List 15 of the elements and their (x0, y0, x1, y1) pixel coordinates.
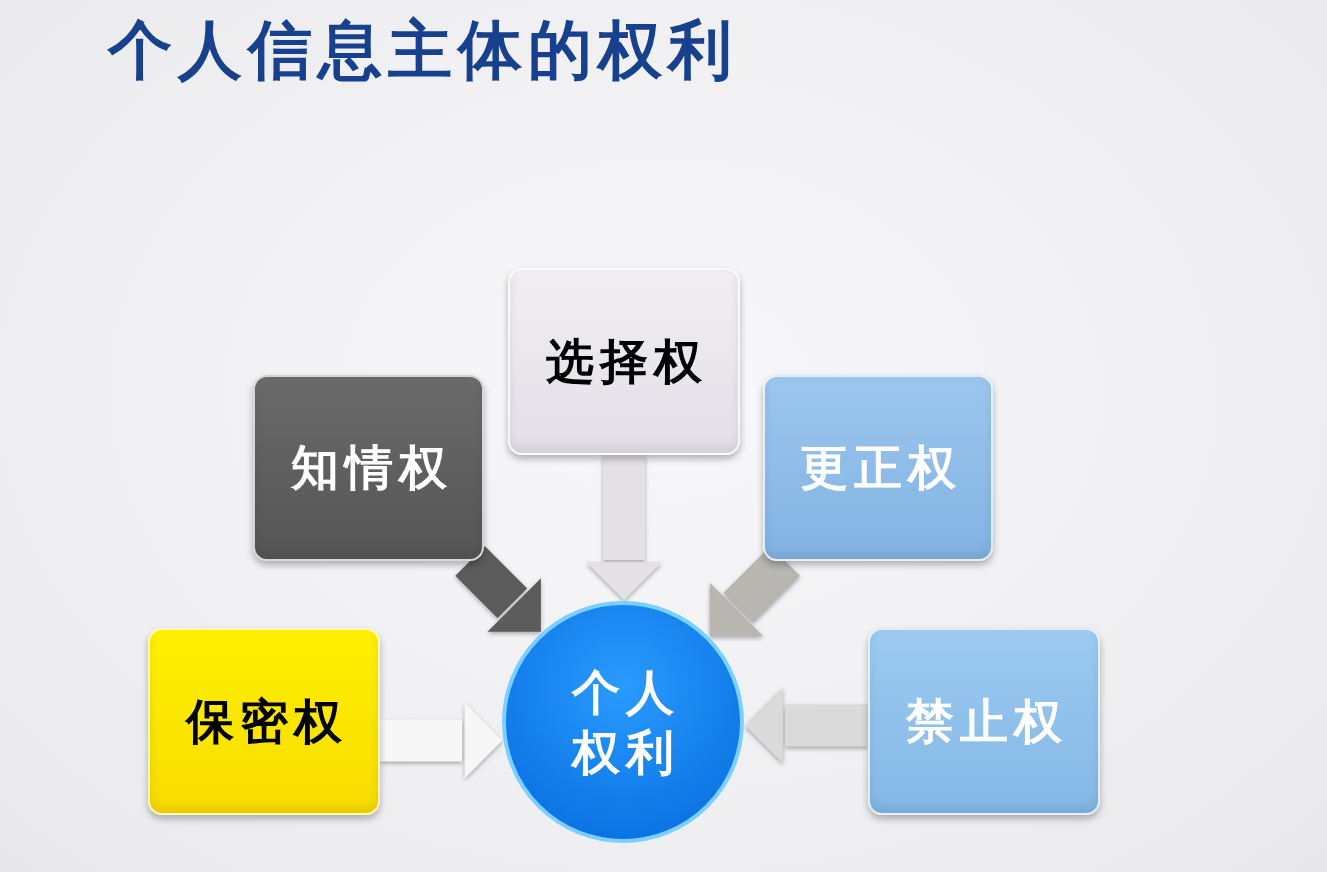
page-title: 个人信息主体的权利 (108, 12, 738, 89)
block-arrow (380, 702, 503, 779)
box-label: 禁止权 (905, 692, 1068, 751)
rights-box (763, 375, 993, 561)
rights-box (508, 268, 740, 455)
box-label: 更正权 (799, 439, 962, 497)
block-arrow (744, 687, 868, 764)
box-label: 选择权 (545, 332, 708, 391)
circle-label: 个人权利 (569, 663, 681, 782)
box-label: 保密权 (184, 692, 348, 751)
rights-box (253, 375, 484, 561)
rights-box (148, 628, 380, 815)
box-label: 知情权 (289, 439, 453, 497)
center-circle (501, 600, 745, 844)
rights-box (868, 628, 1100, 815)
